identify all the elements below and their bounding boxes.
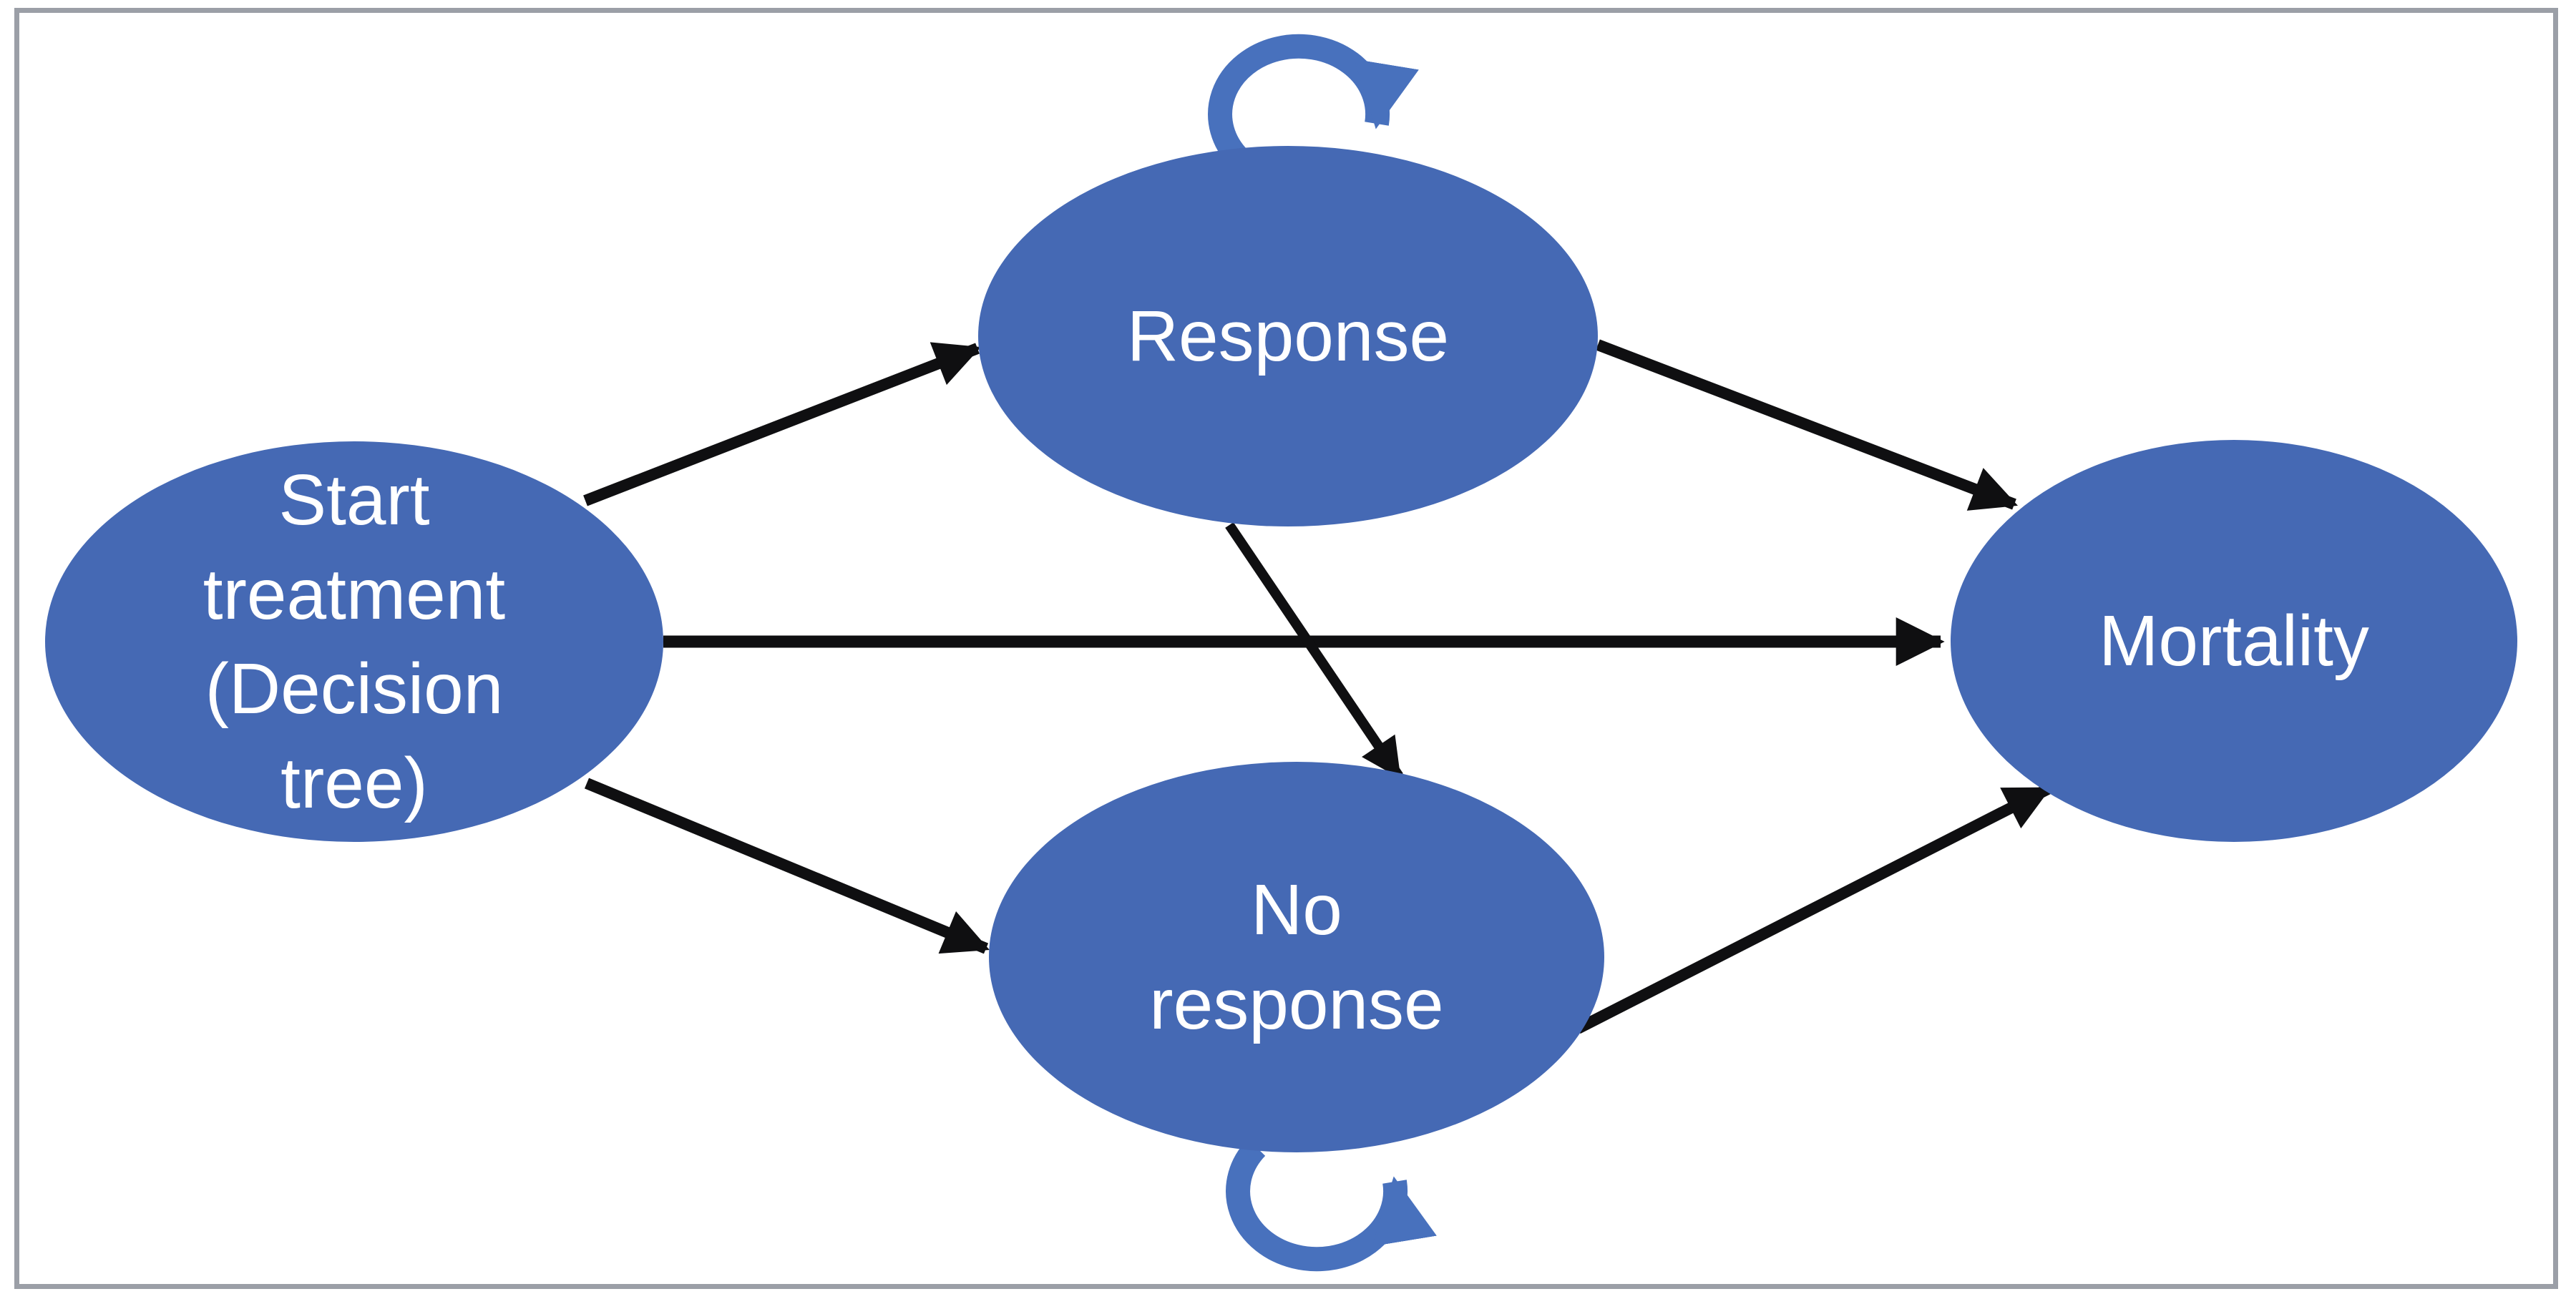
node-start-treatment-label: Start treatment (Decision tree) [203, 460, 506, 823]
self-loop-response [1208, 34, 1419, 167]
node-mortality-label: Mortality [2099, 601, 2369, 681]
edge-response-to-no-response [1225, 522, 1403, 779]
edge-start-to-no-response [584, 778, 990, 954]
node-start-treatment: Start treatment (Decision tree) [45, 441, 663, 842]
self-loop-no-response [1226, 1139, 1437, 1272]
node-no-response-label: No response [1149, 870, 1444, 1044]
node-response: Response [978, 146, 1598, 526]
node-mortality: Mortality [1951, 440, 2517, 842]
edge-start-to-response [583, 342, 981, 506]
edge-no-response-to-mortality [1575, 783, 2051, 1034]
node-response-label: Response [1126, 296, 1450, 376]
edge-response-to-mortality [1596, 339, 2018, 511]
node-no-response: No response [989, 762, 1604, 1152]
